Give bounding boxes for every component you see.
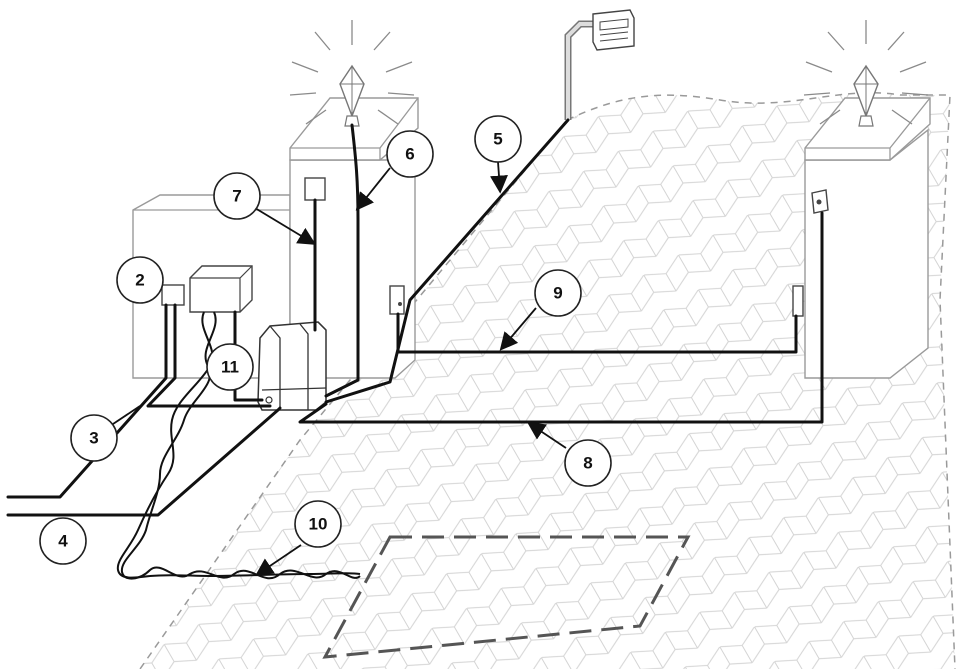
- radio-receiver-box: [564, 9, 635, 120]
- right-flashing-lamp: [803, 20, 929, 127]
- callout-2: 2: [116, 256, 164, 304]
- callout-6-label: 6: [405, 145, 414, 164]
- induction-loop: [322, 535, 691, 659]
- callout-8: 8: [564, 439, 612, 487]
- callout-arrows: [112, 161, 567, 577]
- callout-9: 9: [534, 269, 582, 317]
- paved-driveway: [139, 92, 956, 669]
- gate-operator-unit: [257, 321, 327, 411]
- callout-7: 7: [213, 172, 261, 220]
- callout-11-label: 11: [221, 358, 239, 377]
- callout-5: 5: [474, 115, 522, 163]
- key-selector-box: [161, 284, 185, 306]
- left-flashing-lamp: [289, 20, 415, 127]
- callout-3-label: 3: [89, 429, 98, 448]
- callout-3: 3: [70, 414, 118, 462]
- callout-10-label: 10: [309, 515, 328, 534]
- callout-4-label: 4: [58, 532, 68, 551]
- cable-runs: [6, 118, 824, 580]
- callout-2-label: 2: [135, 271, 144, 290]
- callout-10: 10: [294, 500, 342, 548]
- photocell-left: [389, 285, 405, 315]
- push-button-box: [304, 177, 326, 201]
- callout-6: 6: [386, 130, 434, 178]
- callout-8-label: 8: [583, 454, 592, 473]
- photocell-right: [792, 285, 804, 317]
- callout-4: 4: [39, 517, 87, 565]
- power-junction-box: [189, 265, 253, 313]
- callout-11: 11: [206, 343, 254, 391]
- left-pillar: [289, 97, 419, 379]
- callout-9-label: 9: [553, 284, 562, 303]
- right-pillar: [804, 97, 931, 379]
- callout-5-label: 5: [493, 130, 502, 149]
- callout-7-label: 7: [232, 187, 241, 206]
- key-switch-right: [811, 189, 829, 214]
